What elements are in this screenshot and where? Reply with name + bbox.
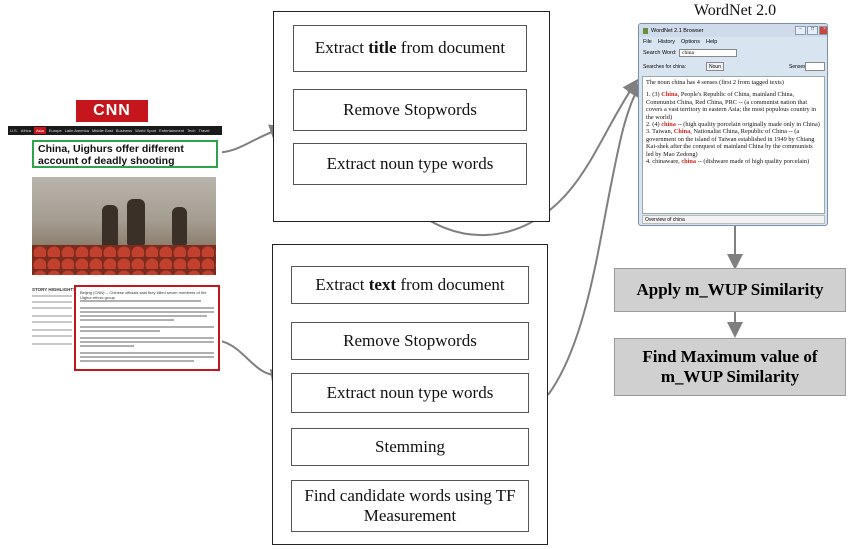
cnn-nav-item[interactable]: Business (115, 128, 133, 133)
results-header: The noun china has 4 senses (first 2 fro… (646, 79, 784, 86)
story-highlights-heading: STORY HIGHLIGHTS (32, 287, 77, 292)
sense-item: 4. chinaware, china -- (dishware made of… (646, 158, 810, 166)
cnn-nav-item[interactable]: Africa (20, 128, 32, 133)
noun-button[interactable]: Noun (706, 62, 724, 71)
cnn-nav-item[interactable]: Europe (48, 128, 62, 133)
wordnet-browser-window: WordNet 2.1 Browser – □ × File History O… (638, 23, 828, 226)
cnn-nav-item[interactable]: Tech (187, 128, 196, 133)
step-remove-stopwords-title: Remove Stopwords (293, 89, 527, 131)
step-stemming: Stemming (291, 428, 529, 466)
find-max-similarity-box: Find Maximum value of m_WUP Similarity (614, 338, 846, 396)
article-dateline (32, 170, 33, 175)
searches-for-label: Searches for china: (643, 64, 687, 70)
arrow-text-panel-to-wordnet (547, 81, 643, 396)
cnn-header: CNN (8, 97, 222, 125)
cnn-nav-item[interactable]: U.S. (10, 128, 18, 133)
menu-help[interactable]: Help (705, 39, 718, 45)
menu-file[interactable]: File (643, 39, 652, 45)
cnn-nav-item[interactable]: World Sport (135, 128, 157, 133)
menu-options[interactable]: Options (681, 39, 700, 45)
app-icon (643, 27, 648, 34)
article-headline: China, Uighurs offer different account o… (32, 140, 218, 168)
menu-history[interactable]: History (657, 39, 675, 45)
maximize-icon[interactable]: □ (807, 26, 818, 35)
cnn-nav-item[interactable]: Travel (198, 128, 210, 133)
menu-bar: File History Options Help (643, 39, 717, 45)
sense-item: 2. (4) china -- (high quality porcelain … (646, 121, 820, 129)
cnn-nav-item[interactable]: Entertainment (159, 128, 185, 133)
text-processing-panel: Extract text from document Remove Stopwo… (272, 244, 548, 545)
sense-item: 3. Taiwan, China, Nationalist China, Rep… (646, 128, 815, 158)
article-lead: Beijing (CNN) -- Chinese officials said … (80, 290, 207, 300)
arrow-title-to-panel (211, 124, 286, 154)
title-processing-panel: Extract title from document Remove Stopw… (273, 11, 550, 222)
step-extract-title: Extract title from document (293, 25, 527, 72)
wordnet-label: WordNet 2.0 (693, 2, 777, 19)
sense-item: 1. (3) China, People's Republic of China… (646, 91, 817, 121)
window-title-bar: WordNet 2.1 Browser (639, 24, 827, 37)
cnn-logo: CNN (76, 100, 148, 122)
cnn-nav-item[interactable]: Middle East (91, 128, 113, 133)
minimize-icon[interactable]: – (795, 26, 806, 35)
article-photo (32, 177, 216, 275)
window-title: WordNet 2.1 Browser (651, 27, 704, 34)
cnn-nav-item[interactable]: Latin America (64, 128, 89, 133)
search-input[interactable]: china (679, 49, 737, 57)
step-extract-noun-text: Extract noun type words (291, 373, 529, 413)
apply-similarity-box: Apply m_WUP Similarity (614, 268, 846, 312)
step-extract-noun-title: Extract noun type words (293, 143, 527, 185)
window-controls: – □ × (795, 26, 827, 35)
article-body: Beijing (CNN) -- Chinese officials said … (74, 285, 220, 371)
senses-field[interactable] (805, 62, 825, 71)
step-extract-text: Extract text from document (291, 266, 529, 304)
cnn-nav-item[interactable]: Asia (34, 127, 46, 134)
senses-label: Senses: (789, 64, 808, 70)
status-bar: Overview of china (642, 215, 825, 224)
step-remove-stopwords-text: Remove Stopwords (291, 322, 529, 360)
arrow-title-panel-to-wordnet (409, 78, 639, 237)
search-label: Search Word: (643, 50, 677, 56)
close-icon[interactable]: × (819, 26, 827, 35)
step-tf-measurement: Find candidate words using TF Measuremen… (291, 480, 529, 532)
results-pane: The noun china has 4 senses (first 2 fro… (642, 76, 825, 214)
